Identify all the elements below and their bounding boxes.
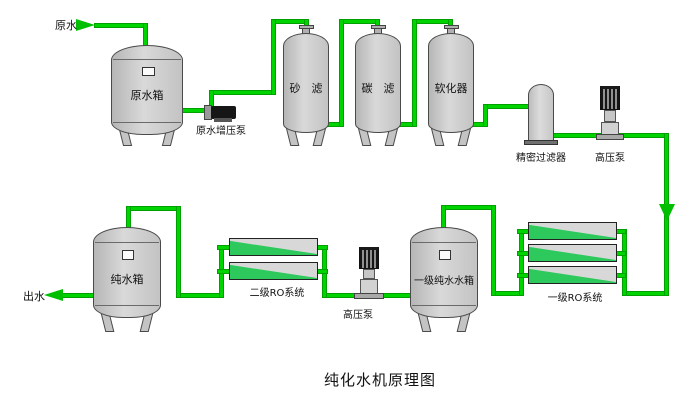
vessel-body: 软化器 (428, 33, 474, 133)
pipe-segment (491, 205, 496, 296)
high-pressure-pump-top (596, 86, 624, 142)
ro1-membrane (528, 244, 617, 262)
stage1-pure-water-tank: 一级纯水水箱 (410, 227, 478, 333)
tank-seam (113, 122, 181, 123)
booster-pump-label: 原水增压泵 (196, 126, 246, 137)
carbon-filter-vessel: 碳 滤 (355, 25, 401, 148)
pipe-segment (339, 19, 380, 24)
pipe-segment (412, 19, 453, 24)
tank-body: 一级纯水水箱 (410, 227, 478, 318)
sand-filter-vessel: 砂 滤 (283, 25, 329, 148)
pipe-segment (622, 291, 669, 296)
ro2-membrane (229, 262, 318, 280)
down-arrow-icon (659, 204, 675, 221)
ro-stage1-label: 一级RO系统 (530, 289, 620, 304)
pipe-segment (441, 205, 496, 210)
filter-body (528, 84, 554, 142)
pump-base (214, 118, 232, 122)
pipe-segment (412, 19, 417, 127)
hp-pump-top-label: 高压泵 (595, 153, 625, 164)
precision-filter (524, 84, 558, 146)
ro1-membrane (528, 266, 617, 284)
outlet-arrow-icon (44, 289, 63, 301)
tank-seam (412, 305, 476, 306)
pump-neck (604, 110, 616, 122)
precision-filter-label: 精密过滤器 (516, 153, 566, 164)
vessel-body: 砂 滤 (283, 33, 329, 133)
pipe-ro1-right-manifold (622, 229, 627, 296)
tank-seam (113, 59, 181, 60)
pipe-segment (126, 206, 131, 229)
water-outlet-label: 出水 (23, 290, 45, 303)
ro-membrane-fill (529, 268, 616, 283)
tank-port (122, 250, 134, 260)
softener-label: 软化器 (434, 82, 468, 95)
pipe-segment (618, 133, 669, 138)
tank-seam (95, 242, 159, 243)
pipe-raw-inlet (94, 23, 147, 28)
pipe-segment (483, 104, 532, 109)
pump-motor (600, 86, 620, 110)
pipe-segment (483, 104, 488, 127)
ro-membrane-fill (230, 264, 317, 279)
ro-stage2-label: 二级RO系统 (237, 284, 317, 299)
raw-water-inlet-label: 原水 (55, 19, 77, 32)
pipe-segment (176, 293, 224, 298)
softener-vessel: 软化器 (428, 25, 474, 148)
tank-seam (95, 305, 159, 306)
raw-water-tank: 原水箱 (111, 45, 183, 148)
pump-body (211, 106, 236, 119)
ro-membrane-fill (529, 246, 616, 261)
pipe-ro1-left-manifold (519, 229, 524, 296)
pure-water-tank: 纯水箱 (93, 227, 161, 333)
pipe-segment (339, 19, 344, 127)
tank-port (439, 250, 451, 260)
ro-membrane-fill (529, 224, 616, 239)
pump-neck (363, 269, 375, 279)
carbon-filter-label: 碳 滤 (361, 82, 395, 95)
inlet-arrow-icon (76, 19, 95, 31)
pipe-segment (209, 90, 276, 95)
high-pressure-pump-bottom (354, 247, 384, 301)
ro2-membrane (229, 238, 318, 256)
pipe-segment (271, 19, 276, 95)
ro1-membrane (528, 222, 617, 240)
pipe-segment (176, 206, 181, 298)
pump-base (596, 134, 624, 140)
pump-motor (359, 247, 379, 269)
pure-water-tank-label: 纯水箱 (110, 273, 144, 286)
pump-base (354, 293, 384, 299)
ro-membrane-fill (230, 240, 317, 255)
raw-water-booster-pump (204, 101, 238, 123)
tank-body: 原水箱 (111, 45, 183, 135)
tank-body: 纯水箱 (93, 227, 161, 318)
stage1-tank-label: 一级纯水水箱 (414, 276, 474, 287)
diagram-title: 纯化水机原理图 (323, 371, 436, 389)
tank-port (142, 67, 155, 76)
pipe-segment (552, 133, 602, 138)
tank-seam (412, 242, 476, 243)
pipe-segment (441, 205, 446, 229)
hp-pump-bottom-label: 高压泵 (343, 310, 373, 321)
pipe-segment (126, 206, 181, 211)
pipe-outlet (60, 293, 95, 298)
filter-base (524, 140, 558, 145)
vessel-body: 碳 滤 (355, 33, 401, 133)
raw-water-tank-label: 原水箱 (130, 89, 164, 102)
sand-filter-label: 砂 滤 (289, 82, 323, 95)
